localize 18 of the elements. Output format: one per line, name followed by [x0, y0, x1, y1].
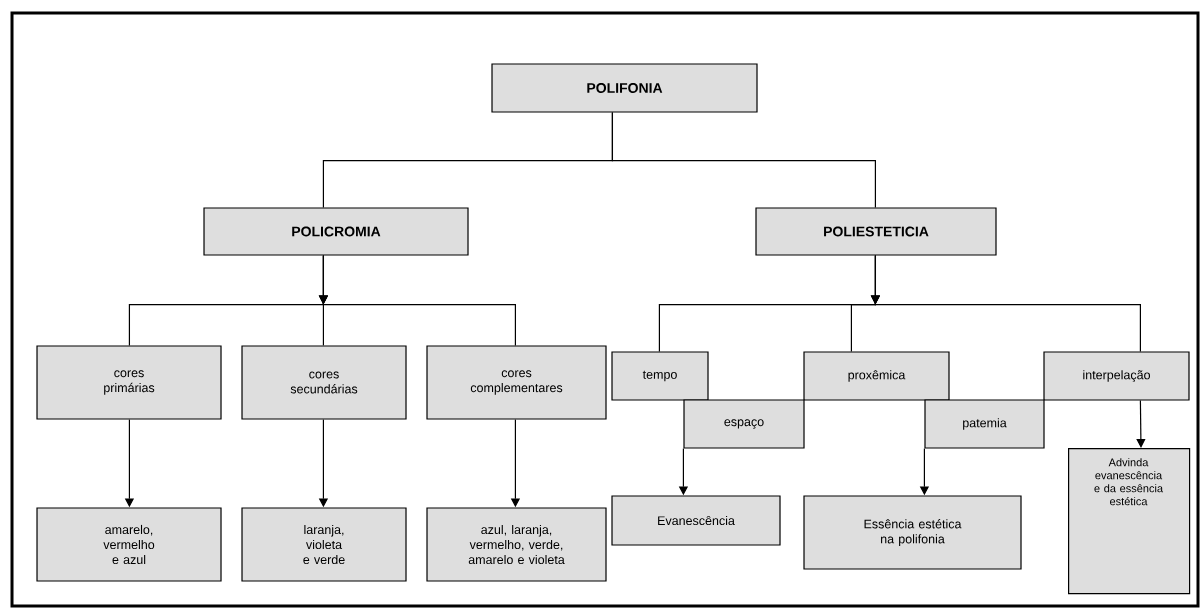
- box: proxêmica: [803, 351, 950, 401]
- box: tempo: [611, 351, 709, 401]
- box: laranja, violeta e verde: [241, 507, 407, 582]
- box: cores primárias: [36, 345, 222, 420]
- arrow: [1136, 400, 1146, 448]
- box: espaço: [683, 399, 805, 449]
- box: POLIESTETICIA: [755, 207, 997, 256]
- box: POLIFONIA: [491, 63, 758, 113]
- box: Essência estética na polifonia: [803, 495, 1022, 570]
- box: cores complementares: [426, 345, 607, 420]
- box: azul, laranja, vermelho, verde, amarelo e violeta: [426, 507, 607, 582]
- box: POLICROMIA: [203, 207, 469, 256]
- box: amarelo, vermelho e azul: [36, 507, 222, 582]
- box: Advinda evanescência e da essência estética: [1068, 448, 1191, 595]
- box: Evanescência: [611, 495, 781, 546]
- box: cores secundárias: [241, 345, 407, 420]
- box: interpelação: [1043, 351, 1190, 401]
- box: patemia: [924, 399, 1045, 449]
